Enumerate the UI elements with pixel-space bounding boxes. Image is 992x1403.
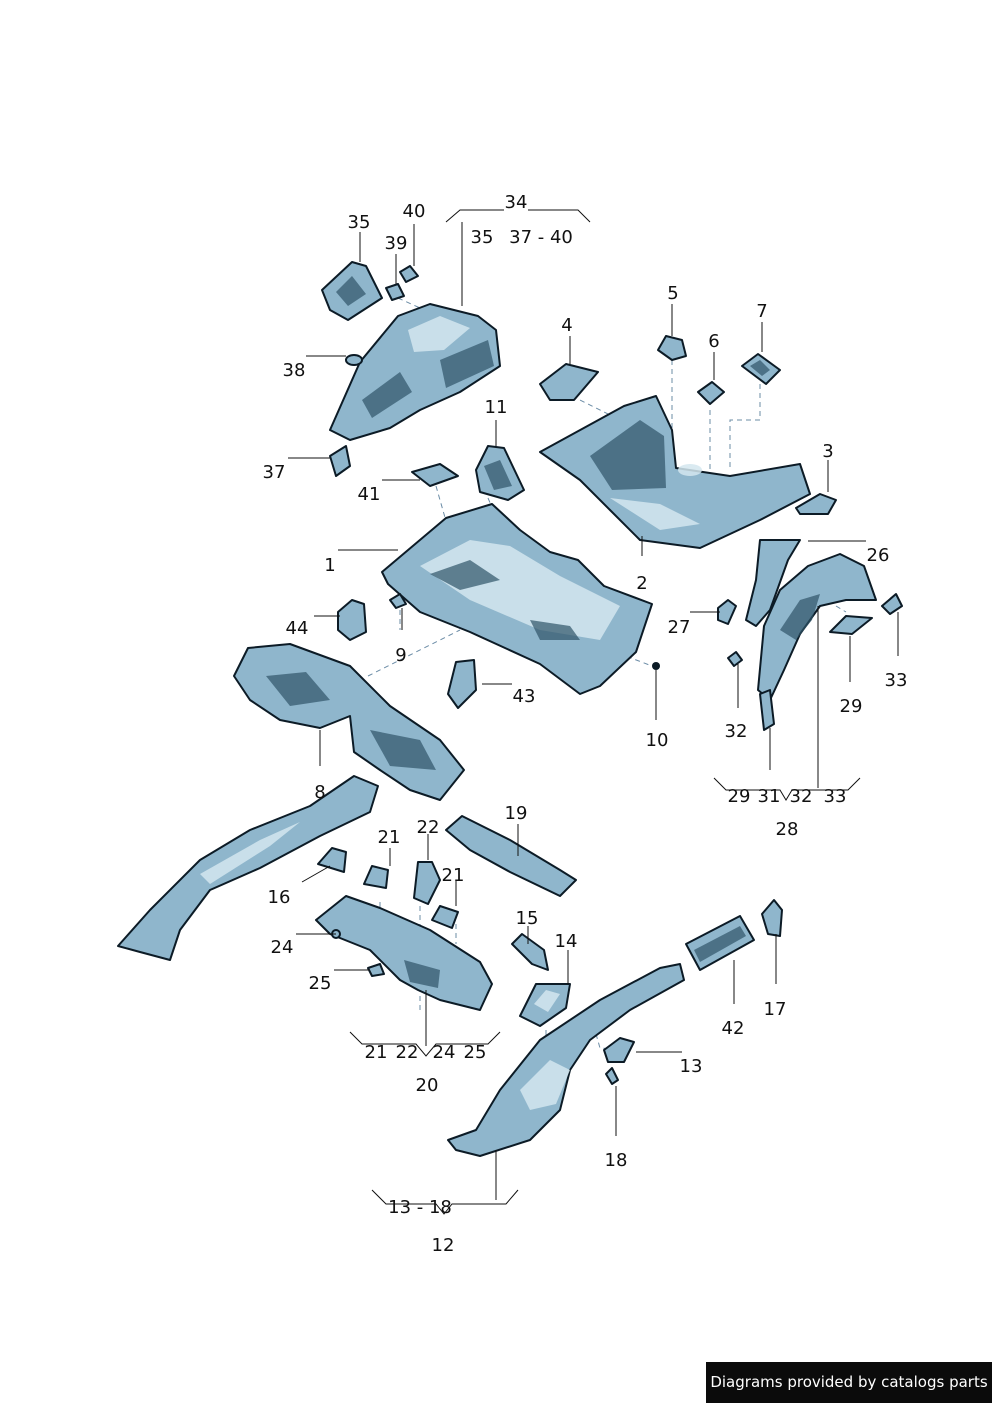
label: 35: [471, 227, 494, 248]
part-37-bracket[interactable]: [329, 445, 351, 477]
part-12-side-member-left[interactable]: [117, 775, 379, 961]
label: 41: [358, 484, 381, 505]
part-16-bracket[interactable]: [317, 847, 347, 873]
label: 21: [442, 865, 465, 886]
label: 37 - 40: [509, 227, 573, 248]
label: 3: [822, 441, 833, 462]
label: 33: [824, 786, 847, 807]
part-41-plate[interactable]: [411, 463, 459, 487]
part-17-cover[interactable]: [761, 899, 783, 937]
label: 28: [776, 819, 799, 840]
part-1-floor-pan[interactable]: [381, 503, 653, 695]
part-6-plug[interactable]: [697, 381, 725, 405]
part-21-bracket[interactable]: [363, 865, 459, 929]
label: 18: [605, 1150, 628, 1171]
label: 34: [505, 192, 528, 213]
label: 32: [790, 786, 813, 807]
label: 7: [756, 301, 767, 322]
part-8-crossmember[interactable]: [233, 643, 465, 801]
part-9-clip[interactable]: [389, 593, 407, 609]
label: 39: [385, 233, 408, 254]
label: 22: [396, 1042, 419, 1063]
part-26-bracket[interactable]: [745, 539, 801, 627]
label: 43: [513, 686, 536, 707]
part-39-clip[interactable]: [385, 283, 405, 301]
label: 20: [416, 1075, 439, 1096]
label: 24: [433, 1042, 456, 1063]
label: 11: [485, 397, 508, 418]
part-4-bracket[interactable]: [539, 363, 599, 401]
label: 33: [885, 670, 908, 691]
part-28-inner-wheelhouse[interactable]: [757, 553, 877, 701]
label: 8: [314, 782, 325, 803]
part-29-bracket[interactable]: [829, 615, 873, 635]
label: 27: [668, 617, 691, 638]
label: 22: [417, 817, 440, 838]
label: 25: [464, 1042, 487, 1063]
part-38-plug[interactable]: [345, 354, 363, 366]
label: 44: [286, 618, 309, 639]
label: 14: [555, 931, 578, 952]
label: 29: [728, 786, 751, 807]
label: 40: [403, 201, 426, 222]
label: 24: [271, 937, 294, 958]
label: 19: [505, 803, 528, 824]
part-25-clip[interactable]: [367, 963, 385, 977]
part-22-bracket[interactable]: [413, 861, 441, 905]
label: 2: [636, 573, 647, 594]
part-12-side-member-right[interactable]: [447, 963, 685, 1157]
part-42-reinforcement[interactable]: [685, 915, 755, 971]
part-35-bracket[interactable]: [321, 261, 383, 321]
part-3-bracket[interactable]: [795, 493, 837, 515]
label: 17: [764, 999, 787, 1020]
part-15-bracket[interactable]: [511, 933, 549, 971]
label: 5: [667, 283, 678, 304]
part-18-clip[interactable]: [605, 1067, 619, 1085]
part-5-bracket[interactable]: [657, 335, 687, 361]
label: 32: [725, 721, 748, 742]
part-7-cover[interactable]: [741, 353, 781, 385]
part-44-bracket[interactable]: [337, 599, 367, 641]
part-20-crossmember[interactable]: [315, 895, 493, 1011]
part-11-bracket[interactable]: [475, 445, 525, 501]
label: 25: [309, 973, 332, 994]
label: 15: [516, 908, 539, 929]
label: 35: [348, 212, 371, 233]
label: 6: [708, 331, 719, 352]
part-14-bracket[interactable]: [519, 983, 571, 1027]
part-43-bracket[interactable]: [447, 659, 477, 709]
part-31-bracket[interactable]: [759, 689, 775, 731]
label: 9: [395, 645, 406, 666]
label: 13: [680, 1056, 703, 1077]
leader-lines: [288, 209, 899, 1215]
label: 31: [758, 786, 781, 807]
credit-banner: Diagrams provided by catalogs parts: [706, 1362, 992, 1403]
part-13-bracket[interactable]: [603, 1037, 635, 1063]
part-33-bracket[interactable]: [881, 593, 903, 615]
label: 29: [840, 696, 863, 717]
label: 42: [722, 1018, 745, 1039]
label: 16: [268, 887, 291, 908]
label: 1: [324, 555, 335, 576]
label: 4: [561, 315, 572, 336]
label: 21: [378, 827, 401, 848]
part-32-clip[interactable]: [727, 651, 743, 667]
label: 12: [432, 1235, 455, 1256]
label: 13 - 18: [388, 1197, 452, 1218]
label: 26: [867, 545, 890, 566]
part-40-clip[interactable]: [399, 265, 419, 283]
part-34-wheelhouse-panel[interactable]: [329, 303, 501, 441]
part-19-bracket[interactable]: [445, 815, 577, 897]
label: 21: [365, 1042, 388, 1063]
label: 38: [283, 360, 306, 381]
labels: 34 35 40 39 35 37 - 40 38 37 41 11 1 4 5…: [263, 192, 908, 1256]
label: 10: [646, 730, 669, 751]
part-27-bracket[interactable]: [717, 599, 737, 625]
label: 37: [263, 462, 286, 483]
part-10-nut[interactable]: [652, 662, 660, 670]
part-2-rear-floor[interactable]: [539, 395, 811, 549]
